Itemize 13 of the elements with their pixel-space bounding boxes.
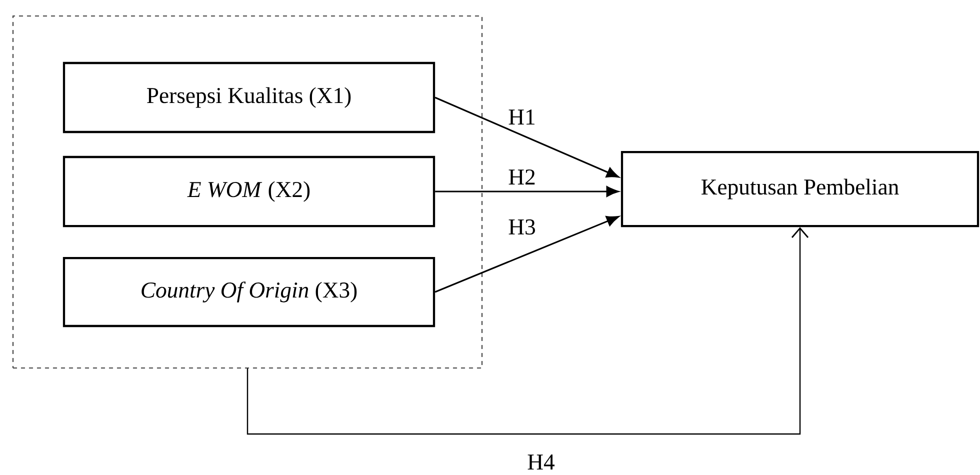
edge-label: H2 bbox=[506, 168, 538, 186]
variable-box: E WOM (X2) bbox=[62, 156, 436, 228]
edge-label: H3 bbox=[506, 218, 538, 236]
arrow bbox=[435, 186, 619, 197]
variable-box: Country Of Origin (X3) bbox=[62, 256, 436, 328]
arrow bbox=[434, 96, 619, 178]
edge-label: H4 bbox=[526, 453, 556, 471]
variable-box: Keputusan Pembelian bbox=[620, 150, 980, 228]
arrow bbox=[434, 216, 619, 293]
variable-box: Persepsi Kualitas (X1) bbox=[62, 62, 436, 134]
edge-label: H1 bbox=[506, 108, 538, 126]
arrow bbox=[246, 227, 809, 435]
dashed-group-box bbox=[12, 15, 483, 369]
